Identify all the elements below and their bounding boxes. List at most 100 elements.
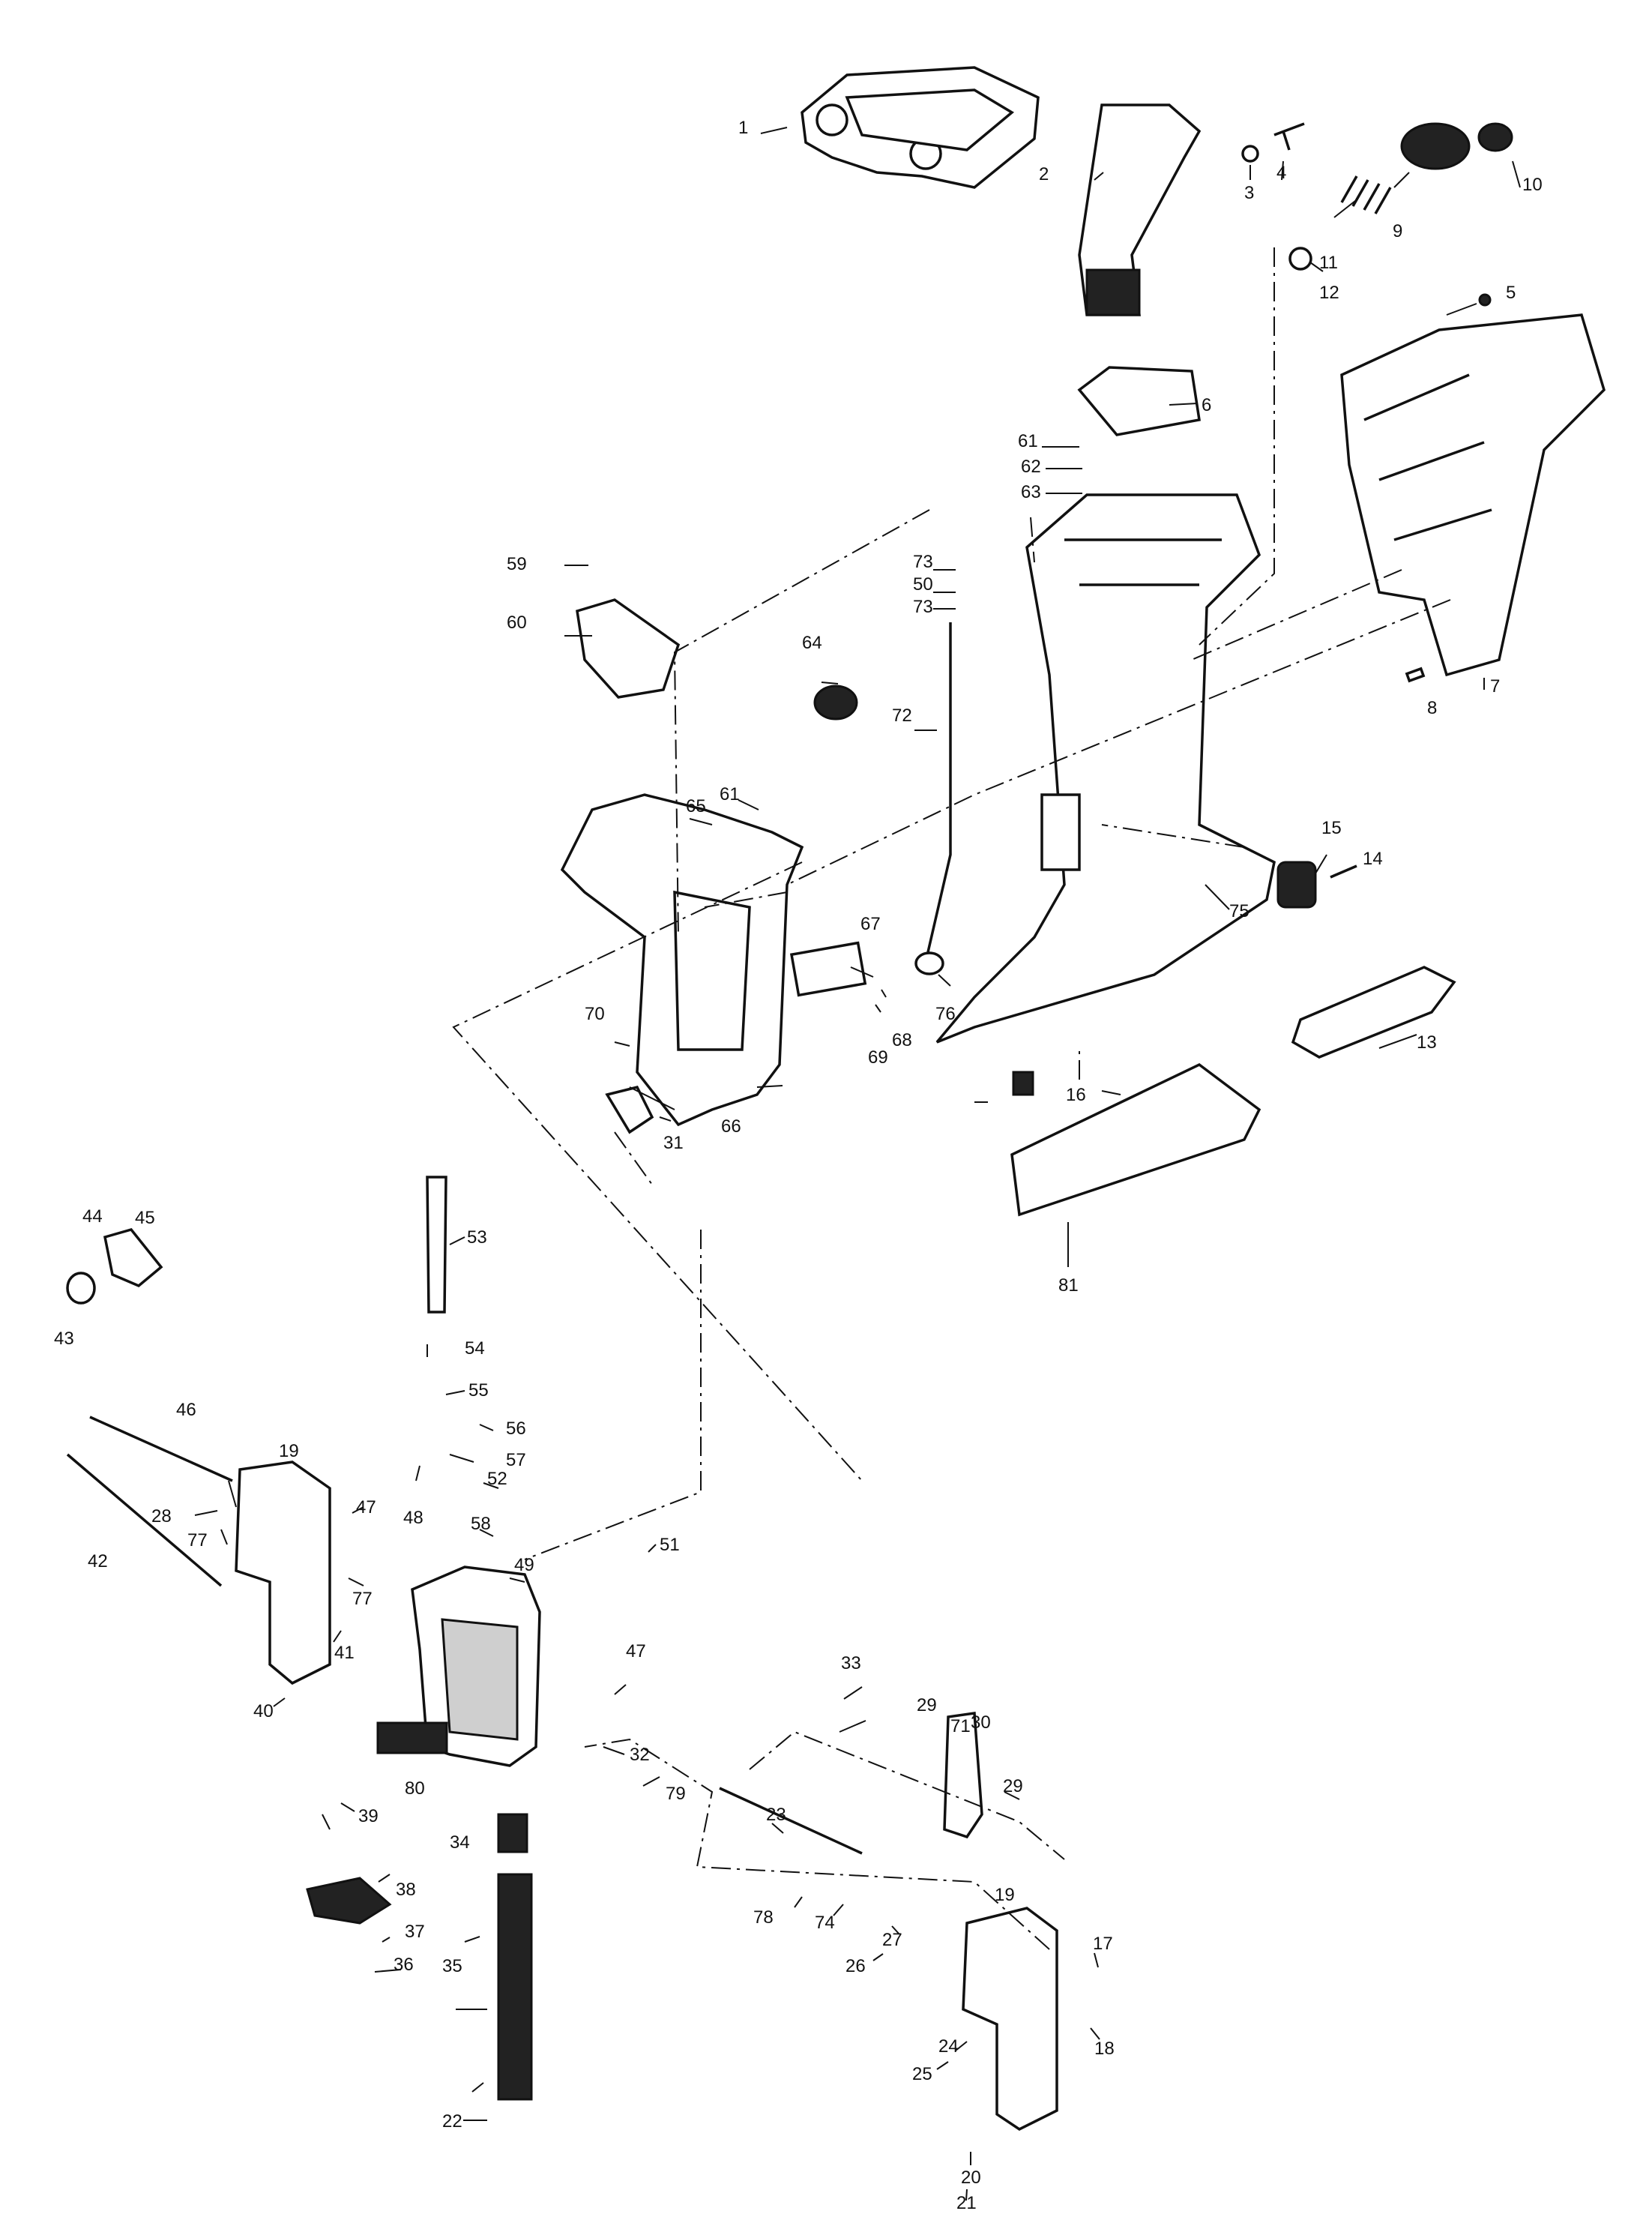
decal-plate-81 [1010,1062,1261,1217]
label-73-bottom: 73 [913,597,933,617]
bracket-44 [103,1227,163,1288]
label-51: 51 [660,1535,680,1555]
label-66: 66 [721,1116,741,1137]
label-61-top: 61 [1018,431,1038,451]
bolt-46 [89,1416,233,1482]
exhaust-tube-2 [1078,103,1202,316]
label-79: 79 [666,1784,686,1804]
label-57: 57 [506,1450,526,1470]
screw-4 [1273,122,1305,151]
shaft-53 [426,1176,447,1314]
label-58: 58 [471,1514,491,1534]
label-43: 43 [54,1329,74,1349]
label-38: 38 [396,1880,416,1900]
label-81: 81 [1058,1275,1079,1296]
label-39: 39 [358,1806,379,1826]
label-18: 18 [1094,2039,1115,2059]
label-63: 63 [1021,482,1041,502]
label-5: 5 [1506,283,1516,303]
label-10: 10 [1522,175,1543,195]
label-45: 45 [135,1208,155,1228]
gasket-6 [1077,366,1201,436]
nut-5 [1478,293,1492,307]
label-33: 33 [841,1653,861,1673]
label-65: 65 [686,796,706,816]
label-36: 36 [394,1955,414,1975]
cover-7 [1340,313,1606,677]
part-labels: 1 2 3 4 5 6 7 8 9 10 11 12 13 14 15 16 1… [54,118,1543,2213]
label-23: 23 [766,1805,786,1825]
label-7: 7 [1490,676,1500,697]
label-48: 48 [403,1508,423,1528]
driveshaft-housing-75 [935,493,1276,1044]
pin-8 [1405,667,1426,683]
clamp-37 [306,1877,392,1925]
label-32: 32 [630,1745,650,1765]
label-8: 8 [1427,698,1437,718]
label-52: 52 [487,1469,507,1489]
label-19-left: 19 [279,1441,299,1461]
label-47-top: 47 [356,1497,376,1517]
label-77-bottom: 77 [352,1589,373,1609]
label-44: 44 [82,1206,103,1227]
label-78: 78 [753,1907,774,1928]
decal-80 [376,1721,448,1754]
label-21: 21 [956,2193,977,2213]
label-31: 31 [663,1133,684,1153]
clip-31 [605,1085,654,1134]
grommet-64 [813,685,858,721]
label-70: 70 [585,1004,605,1024]
bolt-42 [66,1453,223,1587]
label-37: 37 [405,1922,425,1942]
label-56: 56 [506,1419,526,1439]
plate-67 [789,941,867,997]
cap-10 [1477,122,1513,152]
label-55: 55 [468,1380,489,1401]
label-35: 35 [442,1956,462,1976]
label-46: 46 [176,1400,196,1420]
label-26: 26 [845,1956,866,1976]
label-16: 16 [1066,1085,1086,1105]
label-9: 9 [1393,221,1402,241]
label-72: 72 [892,706,912,726]
clamp-bracket-19-right [962,1907,1058,2132]
label-27: 27 [882,1930,902,1950]
label-12: 12 [1319,283,1339,303]
label-67: 67 [860,914,881,934]
label-69: 69 [868,1047,888,1068]
label-41: 41 [334,1643,355,1663]
label-20: 20 [961,2168,981,2188]
label-42: 42 [88,1551,108,1571]
label-49: 49 [514,1555,534,1575]
label-40: 40 [253,1701,274,1721]
clamp-bracket-19-left [235,1461,331,1685]
label-59: 59 [507,554,527,574]
label-50: 50 [913,574,933,595]
rod-end-76 [914,951,944,975]
plate-30 [943,1712,983,1839]
bellows-9 [1400,122,1471,170]
mount-15 [1276,861,1317,909]
label-60: 60 [507,613,527,633]
bushing-43 [66,1272,96,1305]
label-77-top: 77 [187,1530,208,1550]
label-54: 54 [465,1338,485,1359]
label-30: 30 [971,1712,991,1733]
spring-11 [1340,175,1392,214]
swivel-bracket-49 [411,1565,541,1767]
label-76: 76 [935,1004,956,1024]
label-15: 15 [1321,818,1342,838]
label-74: 74 [815,1913,835,1933]
label-19-right: 19 [995,1885,1015,1905]
label-71: 71 [950,1716,971,1736]
label-24: 24 [938,2036,959,2057]
label-73-top: 73 [913,552,933,572]
washer-12 [1288,247,1312,271]
label-11: 11 [1319,253,1338,273]
label-13: 13 [1417,1032,1437,1053]
label-80: 80 [405,1778,425,1799]
label-28: 28 [151,1506,172,1526]
label-17: 17 [1093,1934,1113,1954]
tube-35 [497,1873,533,2101]
